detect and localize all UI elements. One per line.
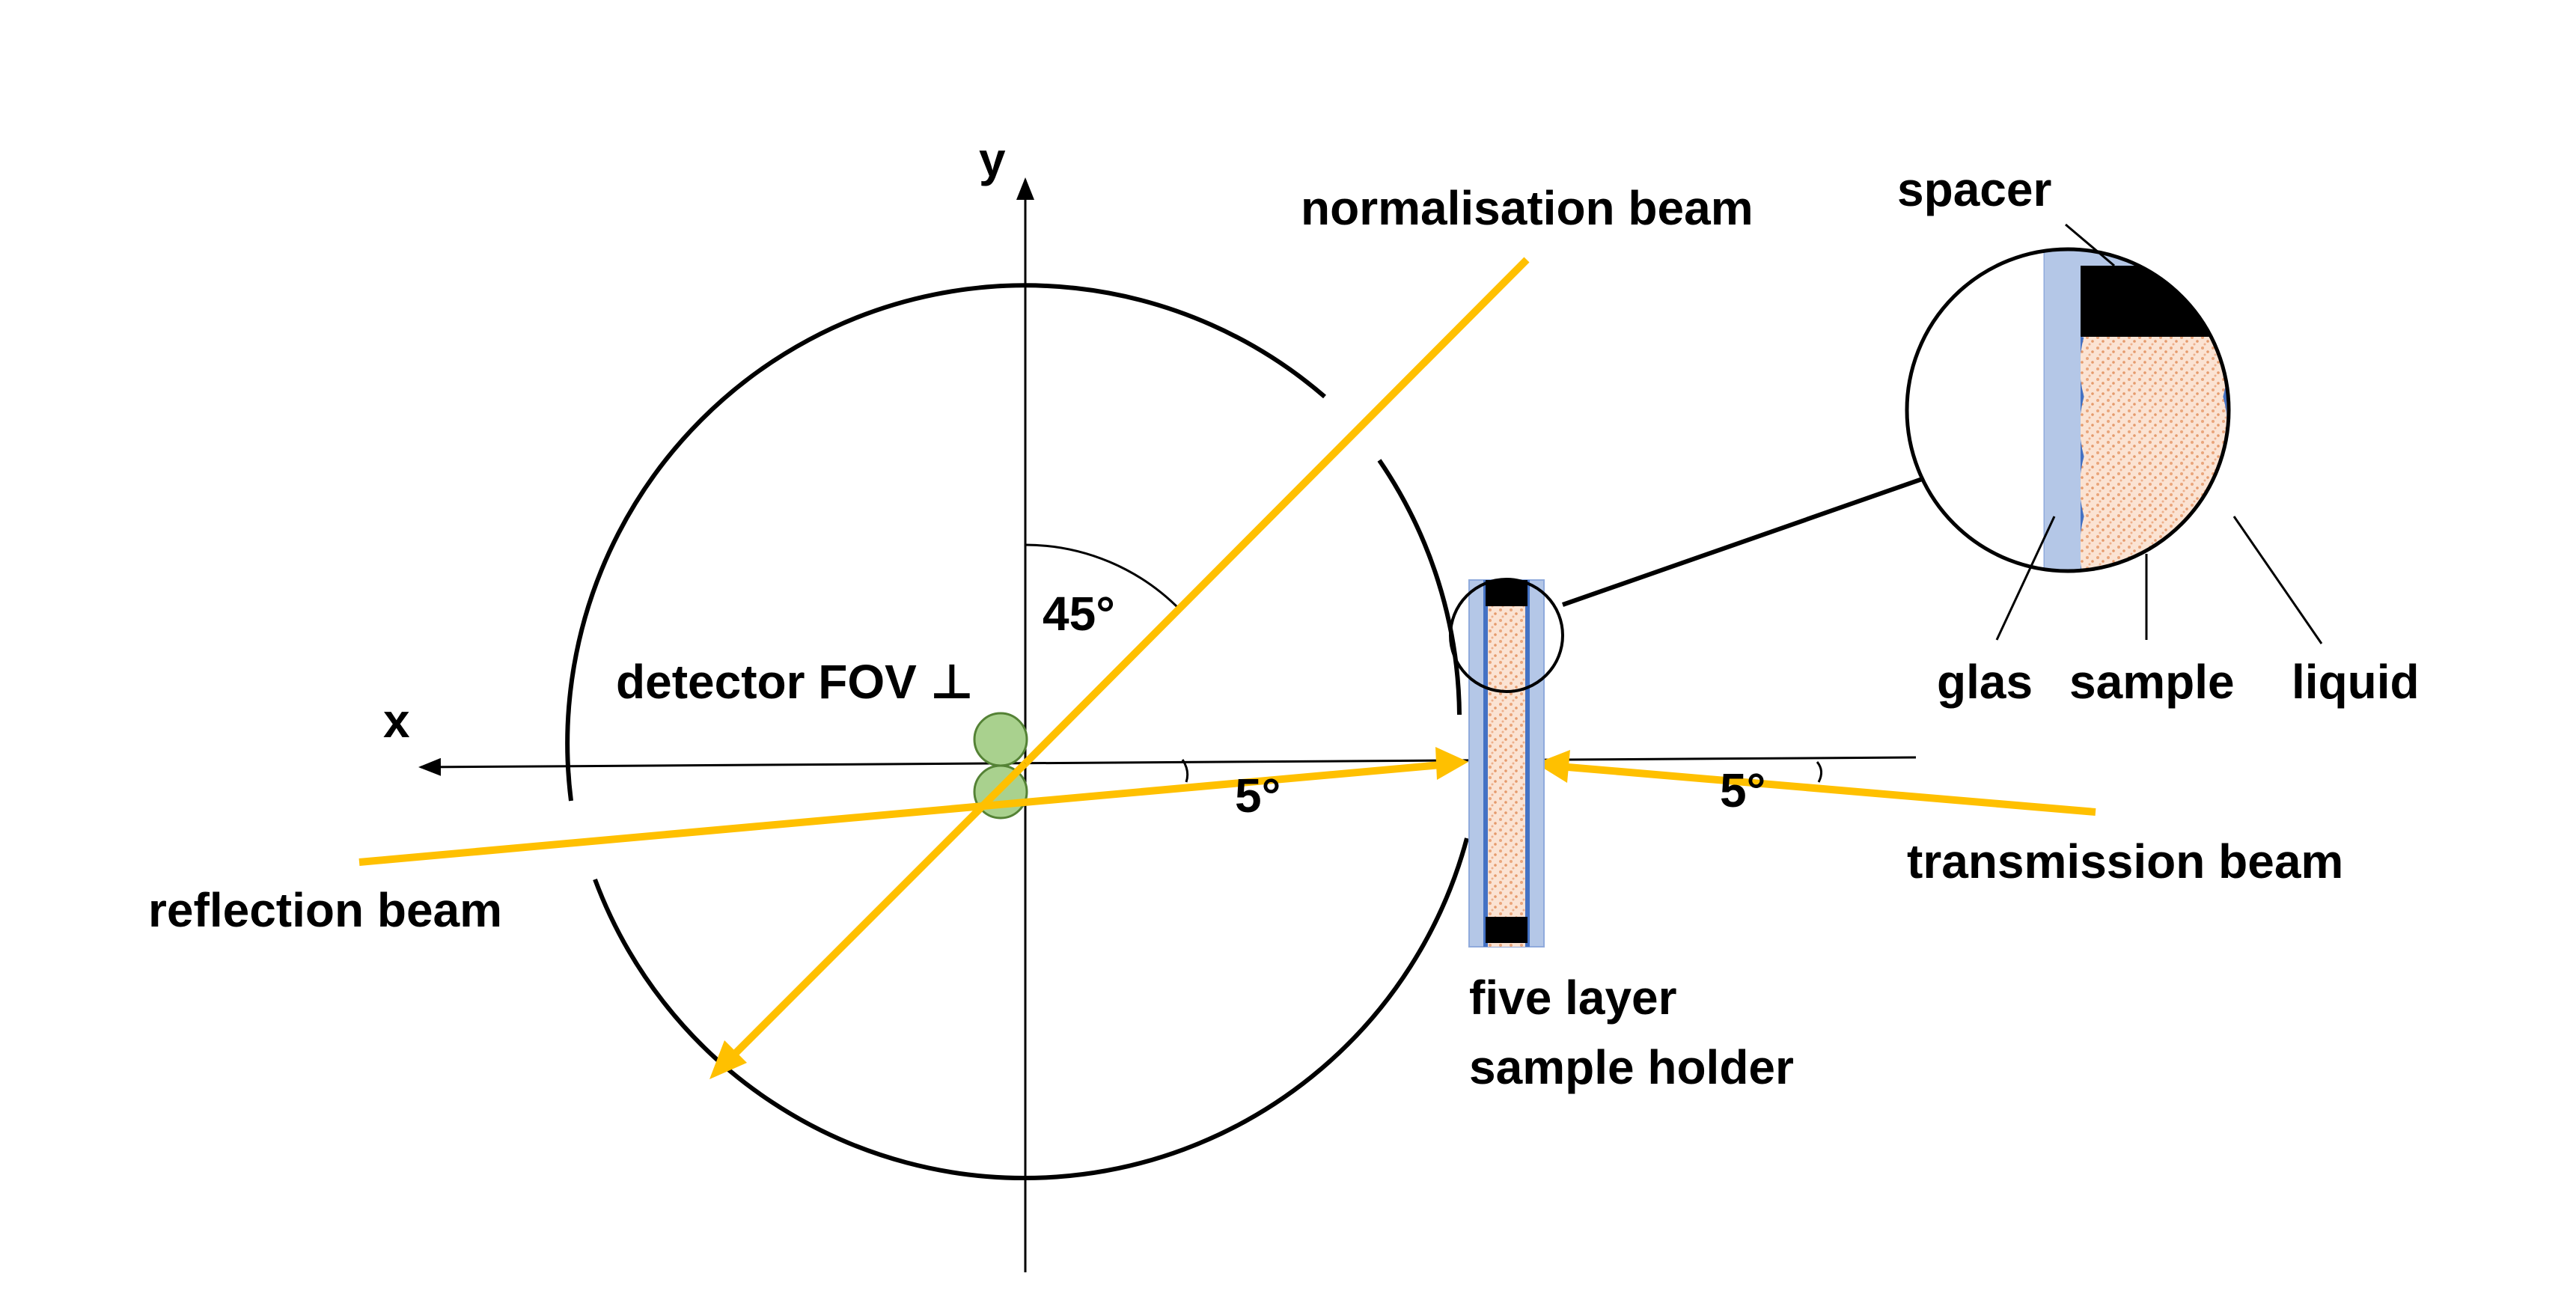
goniometer-circle bbox=[565, 283, 1326, 802]
axis-x-label: x bbox=[383, 694, 410, 748]
zoom-inset-circle bbox=[1905, 247, 2231, 573]
angle-5-right-label: 5° bbox=[1720, 763, 1765, 817]
reflection-beam-arrowhead bbox=[1435, 747, 1468, 780]
normalisation-beam-reflected bbox=[724, 760, 1028, 1064]
spacer-label: spacer bbox=[1897, 162, 2051, 216]
transmission-beam-arrowhead bbox=[1536, 750, 1570, 783]
zoom-inset bbox=[1907, 249, 2229, 571]
liquid-label: liquid bbox=[2292, 655, 2420, 709]
holder-label-line1: five layer bbox=[1469, 971, 1677, 1025]
zoom-source-circle bbox=[1449, 578, 1564, 693]
normalisation-beam-arrowhead bbox=[709, 1040, 747, 1079]
normalisation-beam-label: normalisation beam bbox=[1301, 181, 1754, 235]
transmission-beam-label: transmission beam bbox=[1907, 834, 2343, 888]
detector-fov-label: detector FOV ⊥ bbox=[616, 655, 974, 709]
angle-5-left-label: 5° bbox=[1235, 769, 1281, 823]
transmission-beam bbox=[1567, 763, 2096, 816]
normalisation-beam bbox=[1022, 257, 1530, 766]
reflection-beam bbox=[358, 761, 1441, 866]
angle-5-arc-left bbox=[1181, 759, 1189, 783]
zoom-pointer-arrow bbox=[1562, 451, 1995, 607]
goniometer-circle-arc-bottom bbox=[593, 837, 1469, 1181]
sample-label: sample bbox=[2069, 655, 2235, 709]
angle-45-label: 45° bbox=[1043, 587, 1115, 641]
angle-5-arc-right bbox=[1816, 761, 1822, 783]
liquid-leader bbox=[2232, 516, 2323, 644]
goniometer-circle-arc-right bbox=[1377, 459, 1462, 715]
axis-y-label: y bbox=[979, 132, 1006, 186]
sample-holder bbox=[1468, 579, 1545, 948]
glas-label: glas bbox=[1937, 655, 2033, 709]
spacer-leader bbox=[2065, 223, 2115, 267]
reflection-beam-label: reflection beam bbox=[148, 883, 502, 937]
angle-45-arc bbox=[1025, 543, 1182, 611]
holder-label-line2: sample holder bbox=[1469, 1040, 1794, 1094]
glas-leader bbox=[1995, 516, 2056, 641]
x-axis bbox=[418, 756, 1917, 776]
detector-fov-upper bbox=[973, 712, 1028, 767]
